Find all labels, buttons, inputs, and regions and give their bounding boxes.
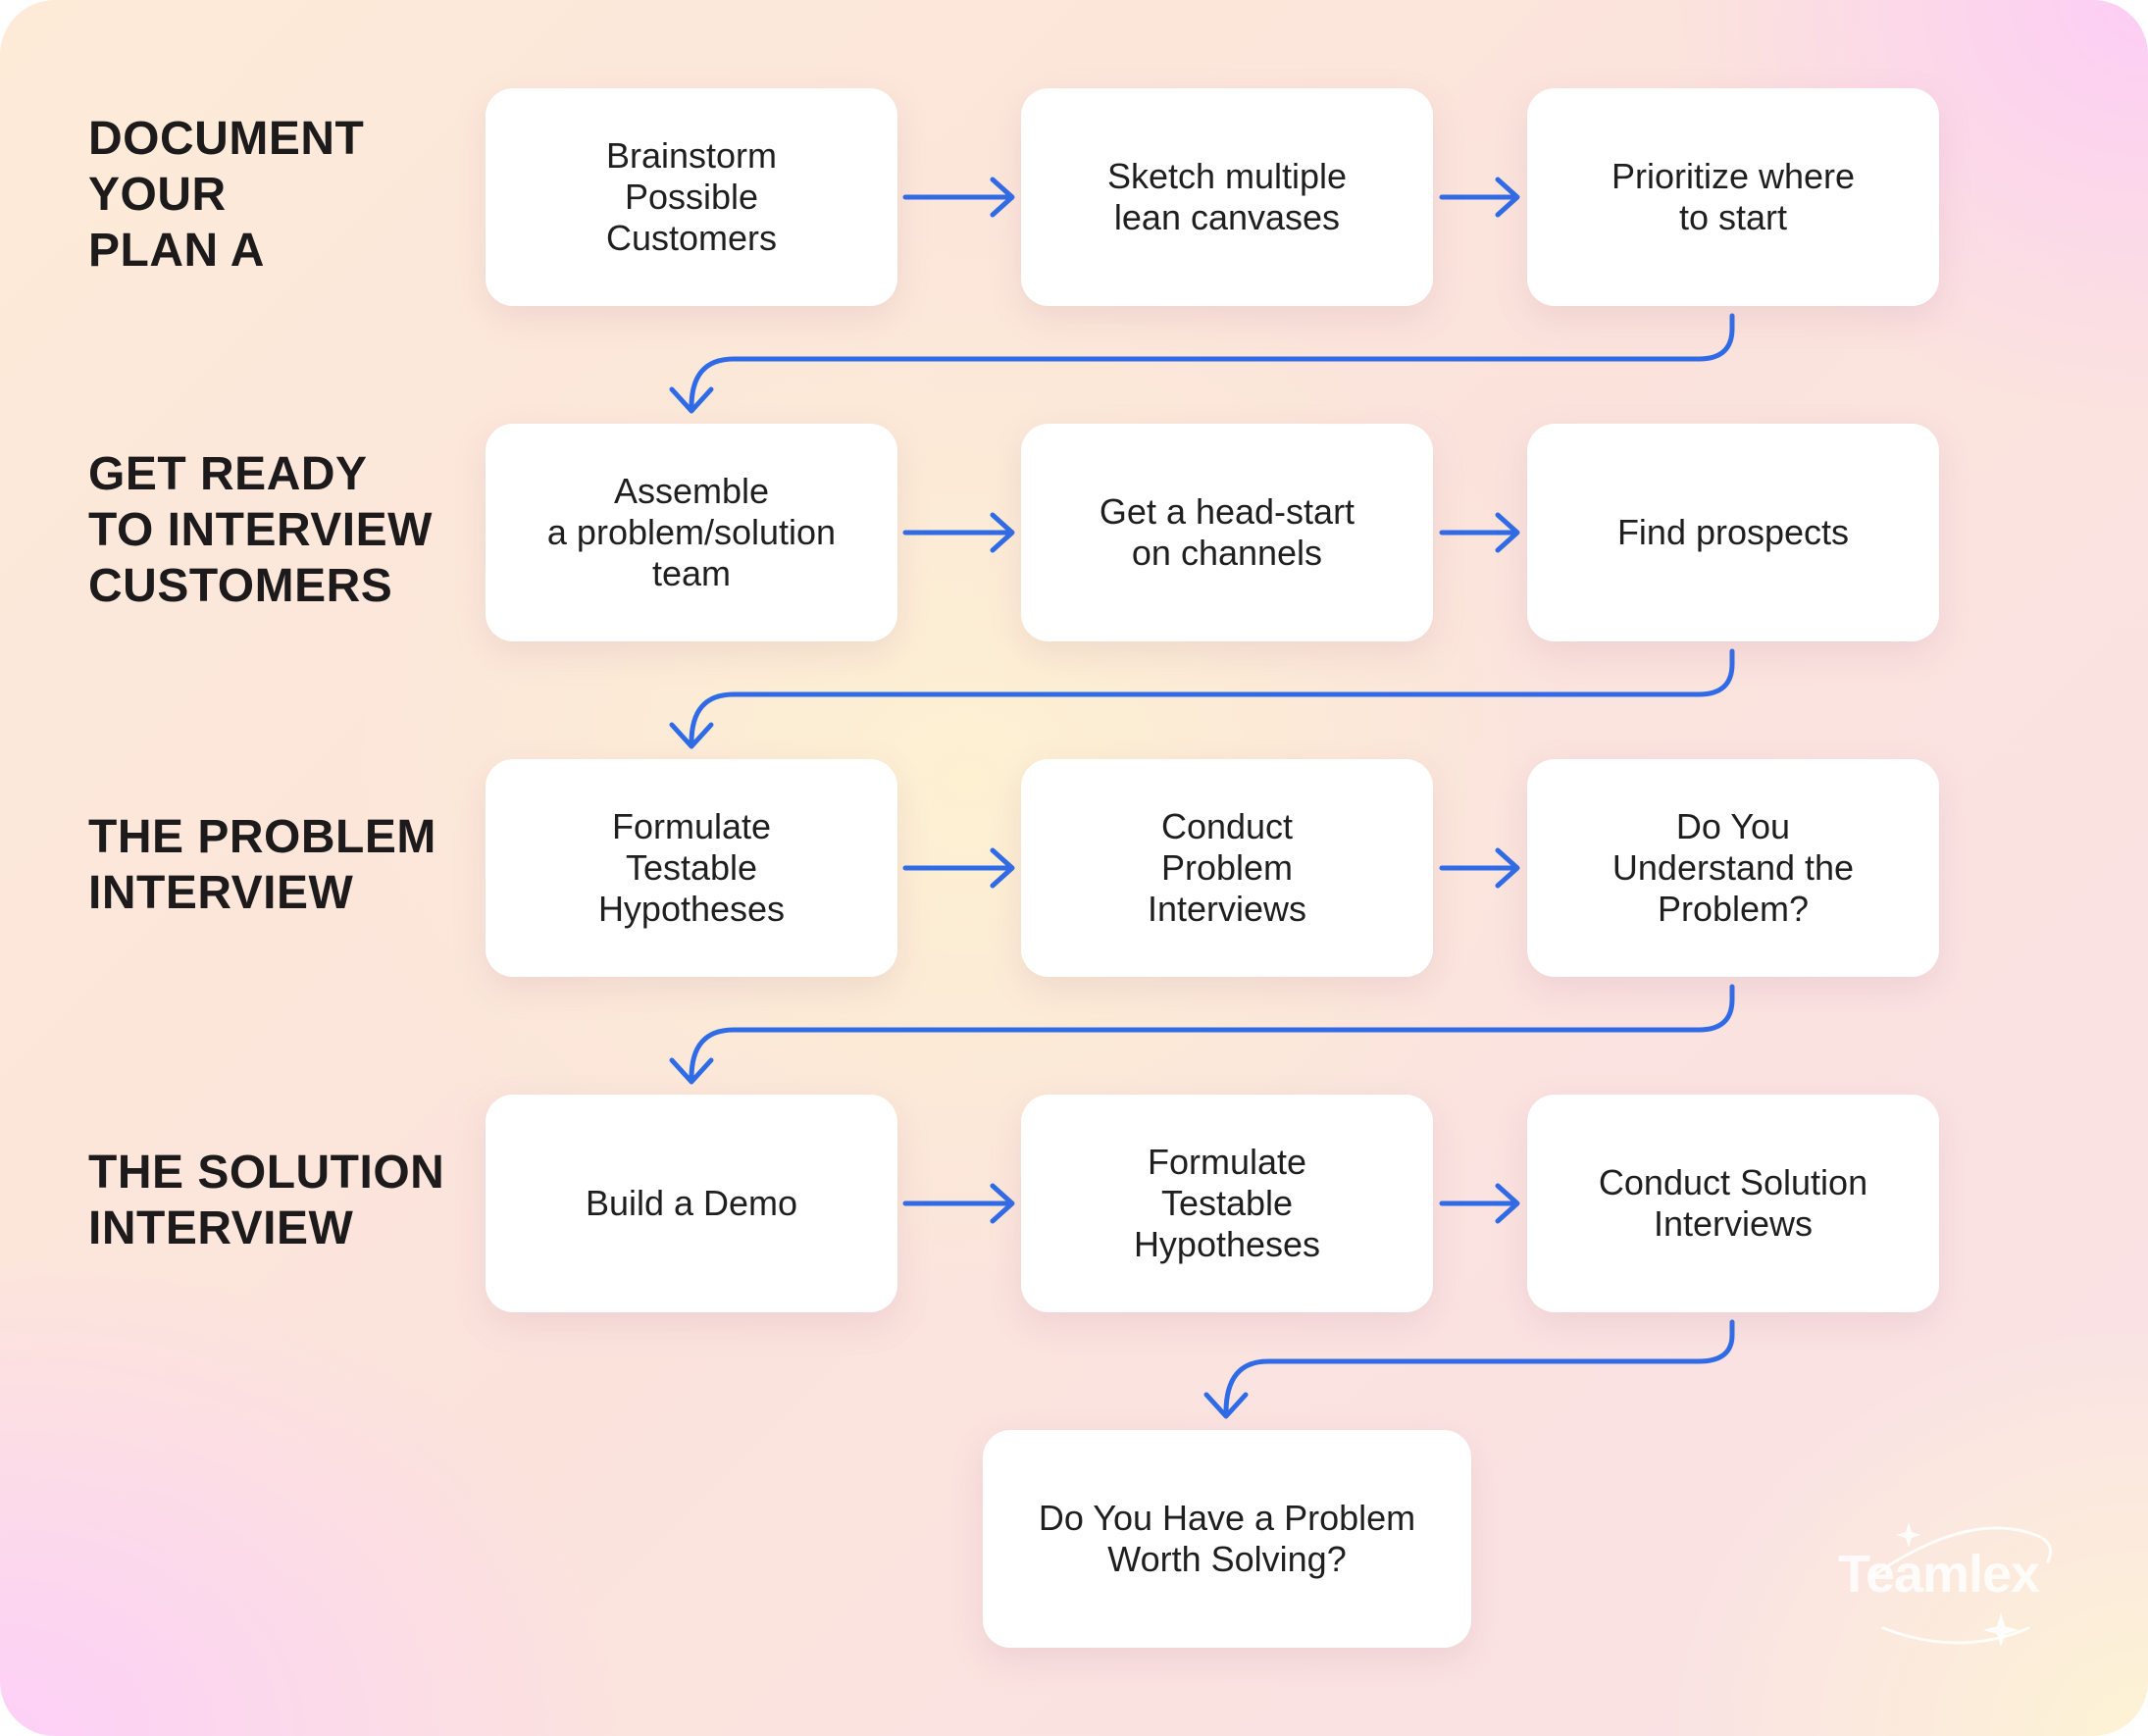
step-card: Formulate Testable Hypotheses [1021,1095,1433,1312]
step-card: Sketch multiple lean canvases [1021,88,1433,306]
connector-row4-to-final [1203,1319,1735,1419]
arrow-r4-2 [1439,1183,1520,1224]
stage-title-solution-interview: THE SOLUTION INTERVIEW [88,1147,445,1254]
connector-row2-to-row3 [669,648,1735,749]
step-label: Build a Demo [585,1183,798,1223]
final-step-label: Do You Have a Problem Worth Solving? [1038,1498,1416,1579]
step-label: Conduct Solution Interviews [1598,1162,1868,1244]
step-card: Conduct Problem Interviews [1021,759,1433,977]
step-label: Find prospects [1616,512,1850,552]
step-label: Get a head-start on channels [1099,491,1355,573]
connector-row3-to-row4 [669,984,1735,1085]
step-card: Formulate Testable Hypotheses [486,759,897,977]
stage-title-get-ready: GET READY TO INTERVIEW CUSTOMERS [88,448,433,612]
step-card: Assemble a problem/solution team [486,424,897,641]
arrow-r1-2 [1439,177,1520,218]
arrow-r3-2 [1439,847,1520,889]
step-label: Formulate Testable Hypotheses [597,806,786,929]
step-card: Build a Demo [486,1095,897,1312]
step-label: Assemble a problem/solution team [546,471,837,593]
arrow-r1-1 [902,177,1015,218]
step-label: Prioritize where to start [1611,156,1856,237]
stage-title-document-plan: DOCUMENT YOUR PLAN A [88,113,365,277]
step-card: Conduct Solution Interviews [1527,1095,1939,1312]
arrow-r3-1 [902,847,1015,889]
logo-sparkle-icon [1869,1522,2052,1646]
step-card: Find prospects [1527,424,1939,641]
arrow-r2-2 [1439,512,1520,553]
logo-text: Teamlex [1838,1545,2040,1604]
stage-title-problem-interview: THE PROBLEM INTERVIEW [88,811,436,919]
step-label: Sketch multiple lean canvases [1106,156,1348,237]
step-card: Brainstorm Possible Customers [486,88,897,306]
step-card: Do You Understand the Problem? [1527,759,1939,977]
arrow-r2-1 [902,512,1015,553]
step-label: Formulate Testable Hypotheses [1133,1142,1321,1264]
step-card: Prioritize where to start [1527,88,1939,306]
step-card: Get a head-start on channels [1021,424,1433,641]
step-label: Conduct Problem Interviews [1147,806,1307,929]
step-label: Do You Understand the Problem? [1611,806,1855,929]
connector-row1-to-row2 [669,313,1735,414]
step-label: Brainstorm Possible Customers [605,135,778,258]
arrow-r4-1 [902,1183,1015,1224]
teamlex-logo: Teamlex [1832,1518,2097,1646]
final-step-card: Do You Have a Problem Worth Solving? [983,1430,1471,1648]
